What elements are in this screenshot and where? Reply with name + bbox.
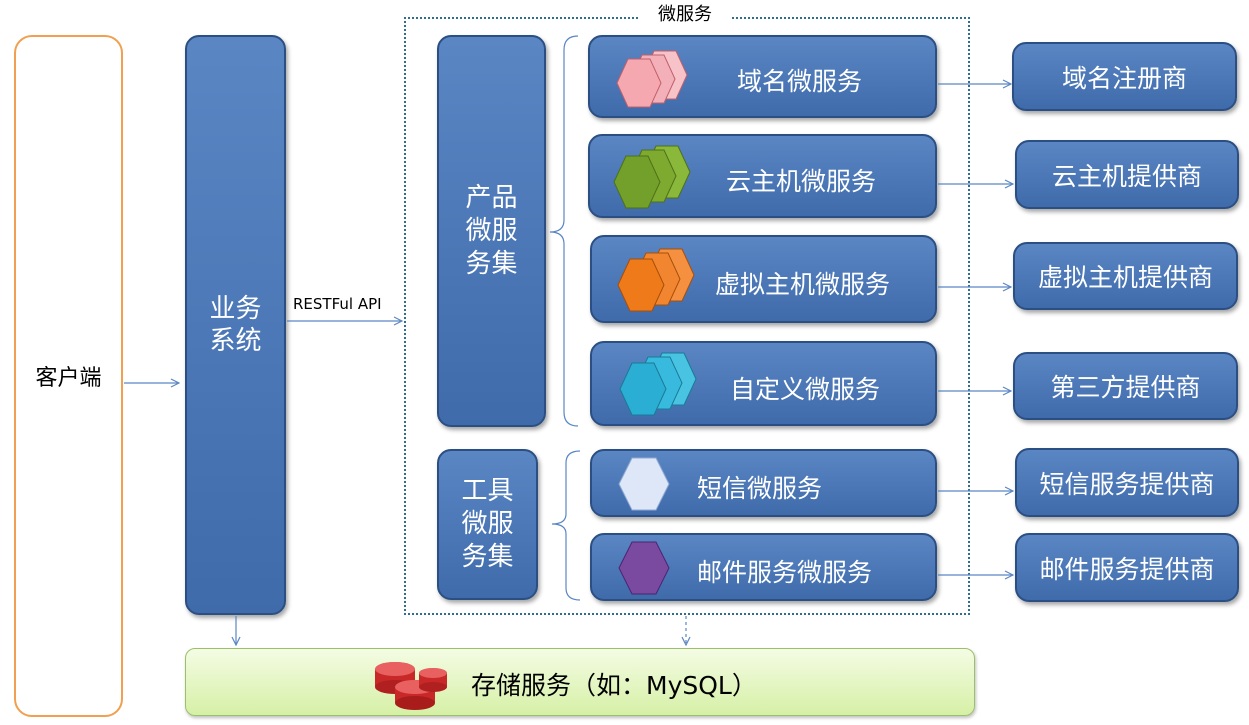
service-cloud-host[interactable]: 云主机微服务 [588,134,937,218]
service-sms[interactable]: 短信微服务 [590,449,937,517]
green-hexagon-stack-icon [613,145,691,209]
product-microservice-group[interactable]: 产品 微服 务集 [437,35,546,427]
provider-domain-registrar-label: 域名注册商 [1061,63,1187,93]
service-email-label: 邮件服务微服务 [697,558,873,587]
service-custom-label: 自定义微服务 [730,375,881,404]
service-virtual-host[interactable]: 虚拟主机微服务 [590,235,937,323]
microservices-title: 微服务 [640,0,730,26]
service-cloud-host-label: 云主机微服务 [726,167,877,196]
purple-hexagon-icon [618,541,670,595]
provider-sms-label: 短信服务提供商 [1039,469,1215,499]
service-domain[interactable]: 域名微服务 [588,35,937,118]
service-email[interactable]: 邮件服务微服务 [590,533,937,601]
lightblue-hexagon-icon [618,457,670,511]
provider-email-label: 邮件服务提供商 [1039,554,1215,584]
tool-group-line3: 务集 [461,542,514,572]
api-label: RESTFul API [293,295,382,313]
client-box[interactable]: 客户端 [14,35,123,717]
provider-sms[interactable]: 短信服务提供商 [1015,448,1239,517]
cyan-hexagon-stack-icon [619,352,697,416]
tool-bracket [551,450,581,601]
product-group-line3: 务集 [465,248,518,279]
storage-service-box[interactable]: 存储服务（如：MySQL） [185,648,975,716]
provider-virtual-host[interactable]: 虚拟主机提供商 [1013,242,1238,310]
database-cylinders-icon [375,662,447,710]
client-label: 客户端 [35,366,102,391]
tool-microservice-group[interactable]: 工具 微服 务集 [437,449,538,600]
orange-hexagon-stack-icon [617,248,695,312]
provider-email[interactable]: 邮件服务提供商 [1015,533,1239,602]
service-custom[interactable]: 自定义微服务 [590,341,937,426]
storage-service-label: 存储服务（如：MySQL） [471,671,757,700]
service-sms-label: 短信微服务 [697,474,823,503]
business-system-label-line2: 系统 [209,326,262,356]
service-virtual-host-label: 虚拟主机微服务 [715,270,891,299]
provider-domain-registrar[interactable]: 域名注册商 [1012,42,1237,111]
service-domain-label: 域名微服务 [737,67,863,96]
pink-hexagon-stack-icon [616,50,688,108]
provider-third-party[interactable]: 第三方提供商 [1013,352,1238,420]
product-bracket [549,35,579,427]
provider-cloud-host-label: 云主机提供商 [1051,161,1202,191]
business-system-label-line1: 业务 [209,294,262,324]
tool-group-line1: 工具 [461,476,514,506]
provider-cloud-host[interactable]: 云主机提供商 [1015,140,1239,209]
product-group-line2: 微服 [465,215,518,246]
product-group-line1: 产品 [465,182,518,213]
business-system-box[interactable]: 业务 系统 [185,35,286,615]
tool-group-line2: 微服 [461,509,514,539]
provider-virtual-host-label: 虚拟主机提供商 [1037,263,1213,292]
provider-third-party-label: 第三方提供商 [1050,373,1201,402]
